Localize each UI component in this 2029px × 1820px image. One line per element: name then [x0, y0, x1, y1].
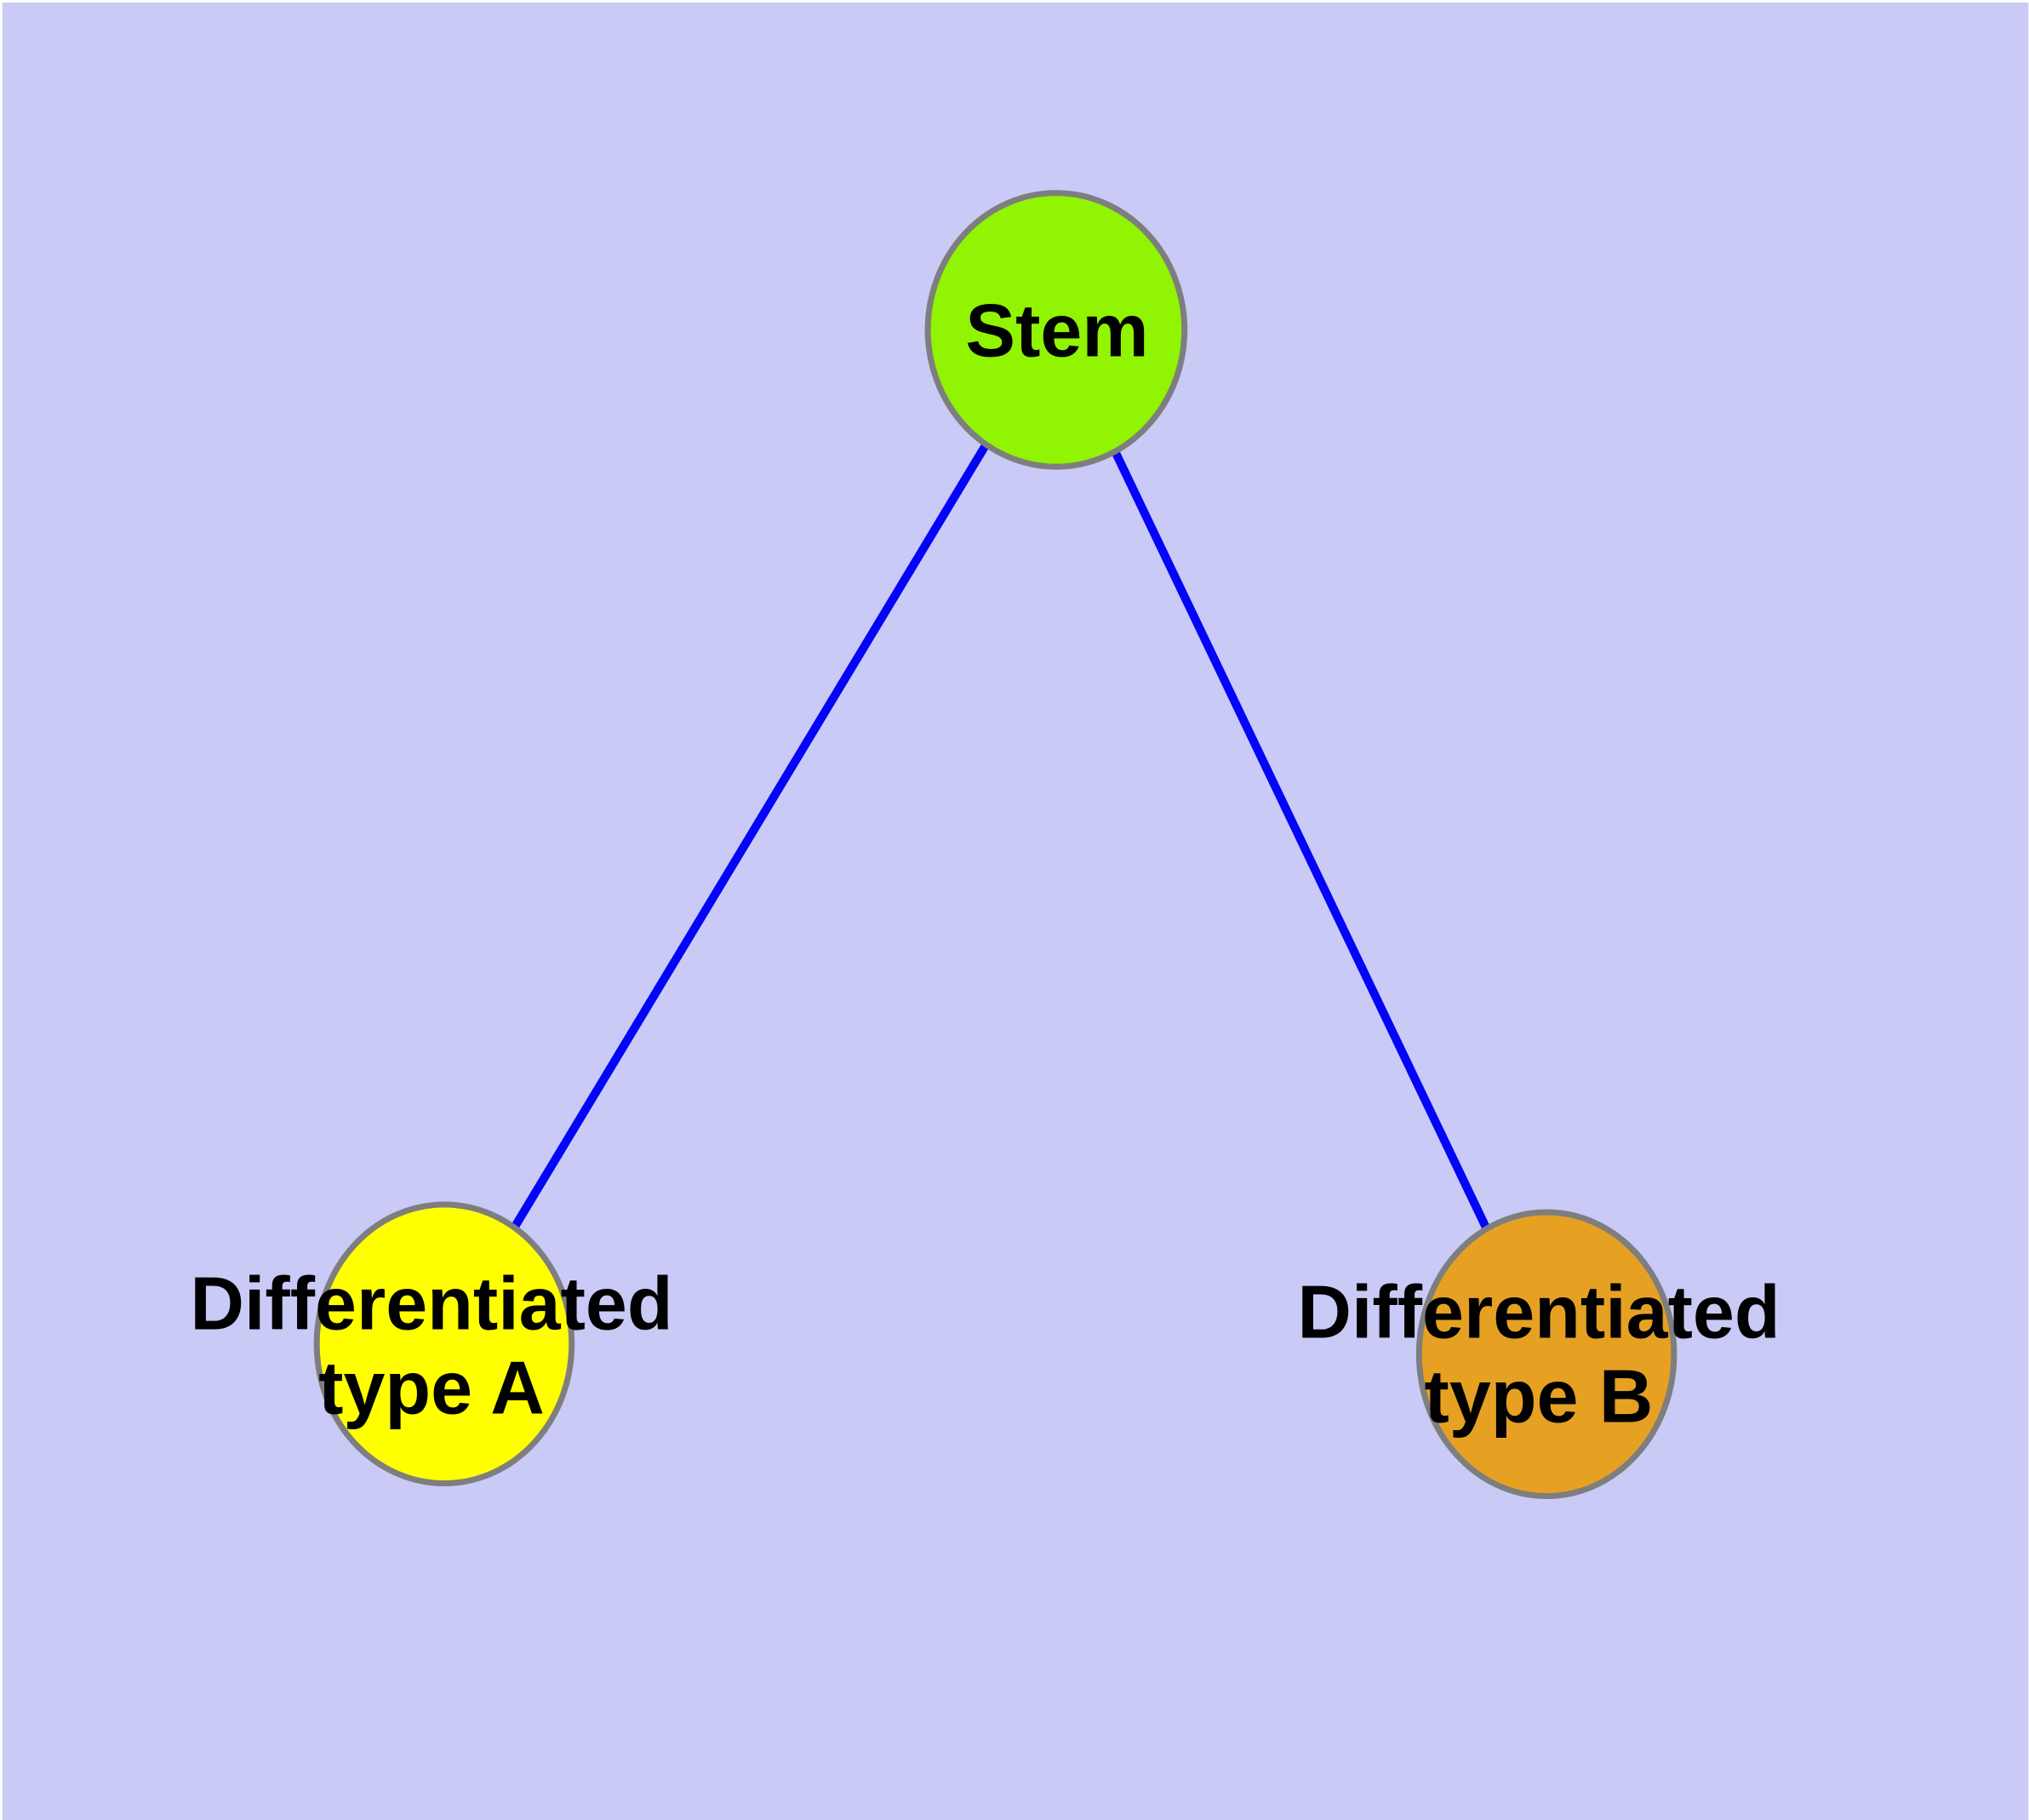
graph-diagram	[2, 3, 2029, 1820]
node-type-a-circle	[313, 1201, 575, 1487]
node-stem-circle	[924, 190, 1188, 470]
edge-stem-to-type-b	[1052, 326, 1551, 1356]
node-type-b-circle	[1415, 1209, 1677, 1500]
edge-stem-to-type-a	[440, 325, 1060, 1347]
